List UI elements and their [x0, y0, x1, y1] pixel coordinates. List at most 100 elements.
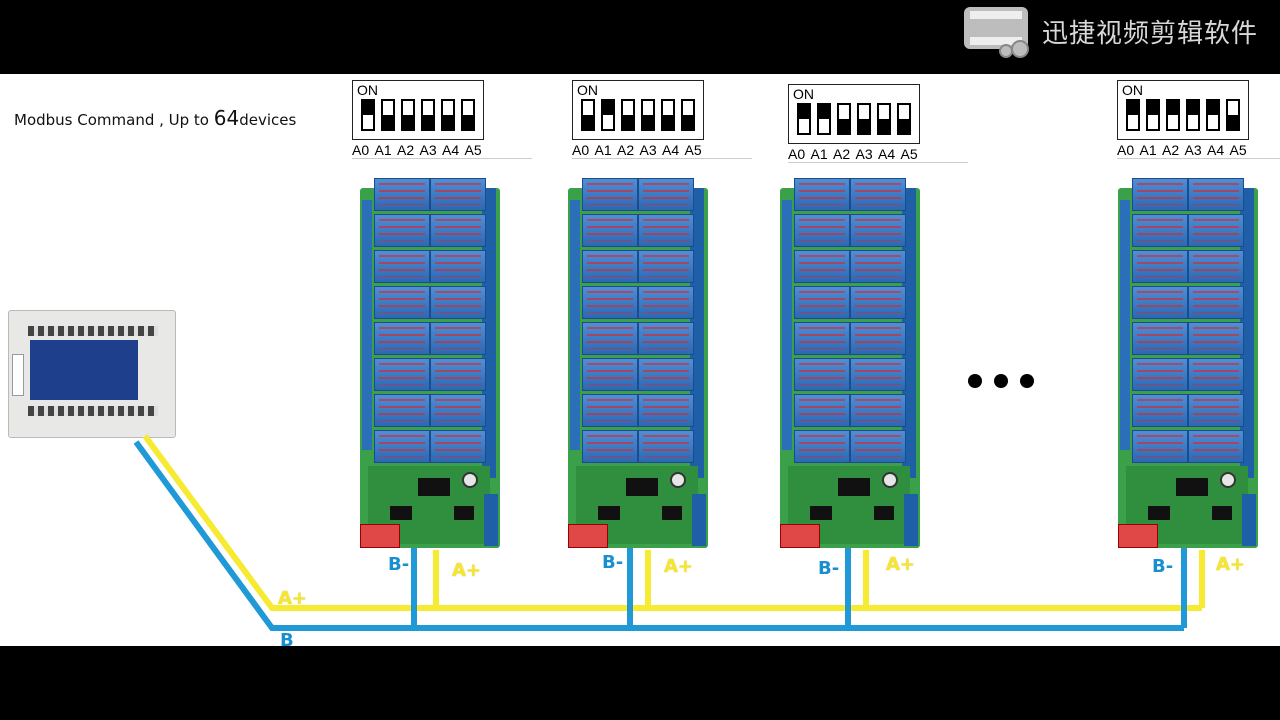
device-b-label: B- — [1152, 556, 1174, 577]
b-minus-bus-wire — [133, 440, 1187, 631]
dip-underline — [788, 162, 968, 163]
relay-module — [374, 250, 430, 283]
board-address-dip — [1118, 524, 1158, 548]
relay-pins — [379, 363, 425, 385]
relay-module — [582, 286, 638, 319]
relay-module — [1188, 214, 1244, 247]
dip-pin-label: A3 — [1184, 142, 1202, 158]
dip-switch-toggle — [1146, 99, 1160, 131]
relay-pins — [379, 291, 425, 313]
dip-knob — [1208, 101, 1218, 115]
relay-pins — [435, 219, 481, 241]
relay-module — [430, 178, 486, 211]
relay-pins — [855, 435, 901, 457]
dip-switch-toggle — [1226, 99, 1240, 131]
dip-pin-label: A5 — [464, 142, 482, 158]
relay-board — [568, 176, 708, 548]
relay-module — [1188, 394, 1244, 427]
board-address-dip — [780, 524, 820, 548]
relay-pins — [379, 327, 425, 349]
relay-pins — [799, 183, 845, 205]
relay-pins — [587, 219, 633, 241]
relay-module — [638, 358, 694, 391]
relay-pins — [587, 291, 633, 313]
device-a-label: A+ — [664, 556, 694, 577]
device-b-label: B- — [388, 554, 410, 575]
device-b-label: B- — [818, 558, 840, 579]
dip-pin-label: A1 — [374, 142, 392, 158]
relay-module — [430, 430, 486, 463]
dip-box: ON — [352, 80, 484, 140]
caption: Modbus Command , Up to 64devices — [14, 106, 296, 130]
relay-module — [582, 322, 638, 355]
relay-module — [374, 214, 430, 247]
board-chip — [626, 478, 658, 496]
letterbox-bottom — [0, 646, 1280, 720]
dip-switch-toggle — [681, 99, 695, 131]
dip-switch-toggle — [797, 103, 811, 135]
relay-pins — [799, 435, 845, 457]
relay-module — [1132, 214, 1188, 247]
board-terminal-strip-left — [362, 200, 372, 450]
dip-pin-label: A3 — [855, 146, 873, 162]
dip-box: ON — [1117, 80, 1249, 140]
ellipsis-dot — [994, 374, 1008, 388]
relay-module — [850, 394, 906, 427]
relay-pins — [1193, 219, 1239, 241]
board-capacitor — [882, 472, 898, 488]
board-capacitor — [1220, 472, 1236, 488]
dip-underline — [572, 158, 752, 159]
relay-pins — [587, 435, 633, 457]
relay-module — [430, 322, 486, 355]
board-power-terminal — [904, 494, 918, 546]
bus-wires — [133, 434, 1205, 631]
relay-pins — [1137, 435, 1183, 457]
board-address-dip — [360, 524, 400, 548]
dip-knob — [1128, 101, 1138, 115]
dip-switch-toggle — [1126, 99, 1140, 131]
relay-module — [850, 322, 906, 355]
dip-knob — [683, 115, 693, 129]
relay-pins — [1193, 435, 1239, 457]
relay-module — [430, 394, 486, 427]
relay-module — [582, 358, 638, 391]
relay-module — [638, 214, 694, 247]
relay-pins — [587, 327, 633, 349]
relay-module — [374, 358, 430, 391]
relay-pins — [1193, 183, 1239, 205]
relay-pins — [643, 435, 689, 457]
bus-b-label: B — [280, 630, 294, 646]
relay-pins — [643, 255, 689, 277]
relay-module — [1132, 322, 1188, 355]
relay-module — [1188, 178, 1244, 211]
dip-pin-label: A4 — [1207, 142, 1225, 158]
relay-pins — [643, 327, 689, 349]
dip-knob — [1148, 101, 1158, 115]
dip-switch-toggle — [401, 99, 415, 131]
dip-knob — [1228, 115, 1238, 129]
dip-pin-label: A5 — [684, 142, 702, 158]
relay-pins — [379, 399, 425, 421]
dip-switch-toggle — [1206, 99, 1220, 131]
relay-pins — [435, 363, 481, 385]
relay-module — [374, 394, 430, 427]
board-chip — [838, 478, 870, 496]
dip-pin-label: A4 — [662, 142, 680, 158]
relay-pins — [799, 363, 845, 385]
dip-switch-toggle — [421, 99, 435, 131]
board-chip — [874, 506, 894, 520]
dip-box: ON — [572, 80, 704, 140]
relay-module — [850, 358, 906, 391]
dip-knob — [623, 115, 633, 129]
relay-module — [638, 322, 694, 355]
relay-module — [638, 250, 694, 283]
relay-module — [1188, 286, 1244, 319]
relay-pins — [1137, 363, 1183, 385]
board-chip — [810, 506, 832, 520]
caption-prefix: Modbus Command , Up to — [14, 111, 214, 129]
plc-front-panel — [30, 340, 138, 400]
relay-module — [850, 286, 906, 319]
board-power-terminal — [484, 494, 498, 546]
